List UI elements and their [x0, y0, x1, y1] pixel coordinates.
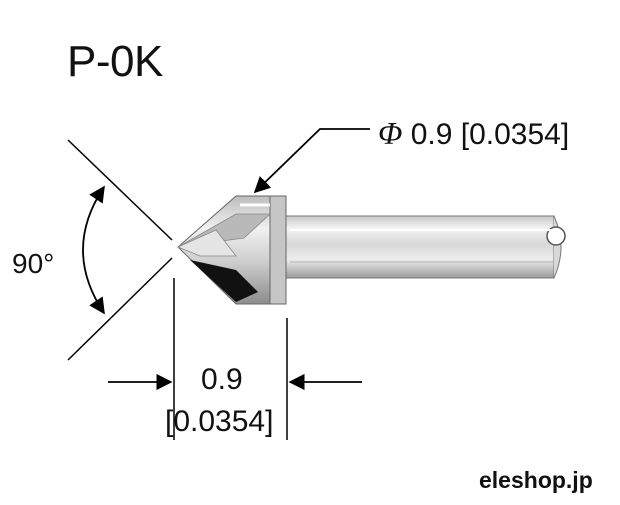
diameter-leader: [253, 128, 370, 194]
diameter-value: 0.9 [0.0354]: [410, 118, 570, 151]
length-value: 0.9: [201, 363, 243, 396]
diameter-symbol: Φ: [378, 115, 403, 151]
tool-shank: [283, 215, 566, 279]
flute-shadow: [190, 260, 258, 302]
length-value-inch: [0.0354]: [165, 405, 274, 438]
countersink-head: [176, 195, 287, 305]
brand-label: eleshop.jp: [479, 467, 593, 493]
angle-label: 90°: [12, 248, 55, 279]
angle-dimension: [67, 139, 173, 361]
product-code: P-0K: [67, 37, 163, 86]
length-dimension: [108, 278, 362, 440]
diameter-label: Φ 0.9 [0.0354]: [378, 117, 569, 150]
